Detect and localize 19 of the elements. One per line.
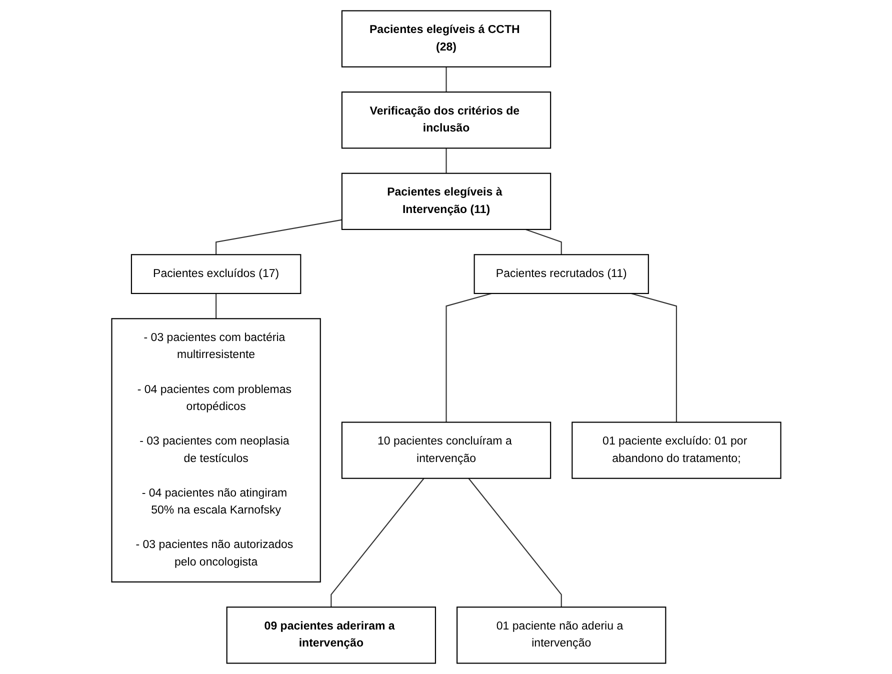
node-box: Pacientes excluídos (17): [130, 254, 301, 294]
connector: [445, 148, 447, 174]
connector: [215, 293, 216, 319]
node-box: Pacientes recrutados (11): [474, 254, 649, 294]
connector: [468, 478, 562, 608]
node-box: 01 paciente não aderiu a intervenção: [456, 606, 666, 664]
node-box: 10 pacientes concluíram a intervenção: [341, 422, 551, 479]
connector: [525, 228, 562, 255]
node-box: 01 paciente excluído: 01 por abandono do tratamento;: [571, 422, 782, 479]
node-box: Verificação dos critérios de inclusão: [341, 92, 551, 149]
connector: [445, 66, 447, 92]
node-box: - 03 pacientes com bactéria multirresistente - 04 pacientes com problemas ortopédicos - 03 pacientes com neoplasia de testículos - 04 pacientes não atingiram 50% na escala Karnofsky - 03 pacientes não autorizados pelo oncologista: [110, 318, 321, 582]
connector: [215, 219, 342, 255]
node-box: Pacientes elegíveis á CCTH (28): [341, 10, 551, 68]
connector: [445, 292, 492, 422]
connector: [330, 478, 424, 608]
node-box: Pacientes elegíveis à Intervenção (11): [341, 172, 551, 230]
node-box: 09 pacientes aderiram a intervenção: [226, 606, 436, 664]
connector: [630, 292, 677, 422]
